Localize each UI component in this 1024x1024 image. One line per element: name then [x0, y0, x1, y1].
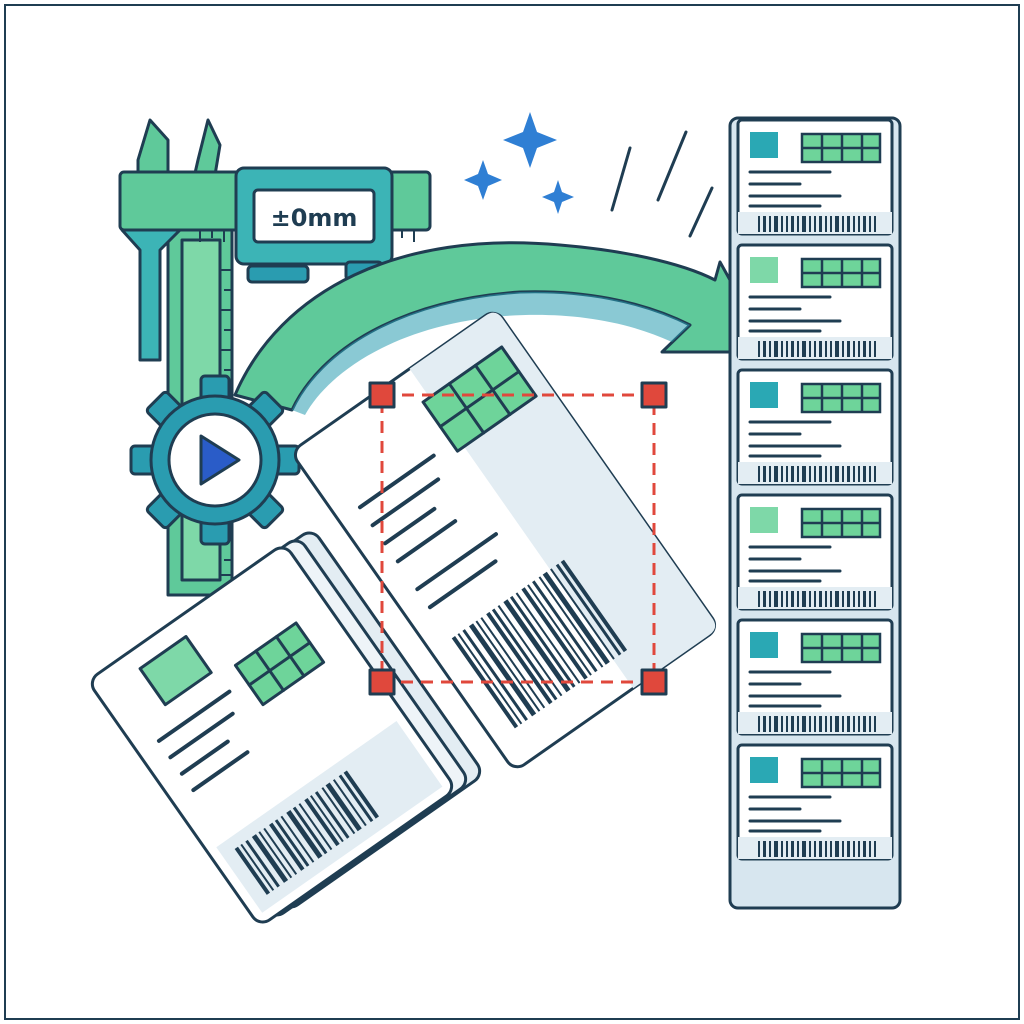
- tilted-label-stack: [90, 311, 717, 924]
- barcode-bar: [292, 806, 328, 855]
- barcode-bar: [475, 620, 541, 712]
- sparkle-icon: [464, 112, 574, 214]
- barcode-bar: [509, 595, 576, 688]
- barcode-bar: [245, 839, 280, 888]
- barcode-bar: [240, 843, 275, 891]
- barcode-icon: [451, 559, 628, 729]
- barcode-bar: [468, 623, 537, 717]
- barcode-bar: [486, 611, 553, 705]
- roll-label: [736, 368, 894, 486]
- roll-label: [736, 618, 894, 736]
- roll-label: [736, 243, 894, 361]
- label-swatch: [750, 257, 778, 283]
- barcode-bar: [263, 827, 298, 875]
- barcode-bar: [497, 605, 563, 697]
- selection-handle: [368, 381, 396, 409]
- barcode-bar: [480, 617, 546, 709]
- barcode-bar: [560, 559, 628, 653]
- selection-handle: [640, 381, 668, 409]
- grid-cells: [421, 345, 538, 453]
- barcode-bar: [325, 782, 362, 832]
- label-swatch: [750, 132, 778, 158]
- barcode-bar: [542, 571, 610, 665]
- roll-label: [736, 493, 894, 611]
- roll-label: [736, 743, 894, 861]
- image-border: [4, 4, 1020, 1020]
- grid-cells: [800, 132, 882, 164]
- selection-handle: [640, 668, 668, 696]
- grid-cells: [800, 757, 882, 789]
- gear-icon: [129, 374, 301, 546]
- barcode-bar: [258, 831, 293, 879]
- label-swatch: [750, 507, 778, 533]
- barcode-bar: [515, 592, 581, 684]
- barcode-icon: [234, 770, 380, 895]
- barcode-icon: [758, 841, 876, 857]
- label-roll-icon: [728, 116, 902, 910]
- barcode-bar: [269, 822, 305, 871]
- barcode-bar: [304, 797, 340, 847]
- barcode-bar: [338, 774, 374, 823]
- grid-cells: [800, 257, 882, 289]
- barcode-bar: [462, 629, 528, 721]
- barcode-icon: [758, 716, 876, 732]
- grid-cells: [800, 632, 882, 664]
- barcode-bar: [310, 795, 344, 843]
- caliper-readout: ±0mm: [271, 204, 358, 232]
- label-card: [293, 311, 717, 769]
- barcode-bar: [286, 810, 323, 859]
- barcode-bar: [234, 846, 271, 895]
- curved-arrow-icon: [233, 241, 772, 415]
- label-swatch: [750, 757, 778, 783]
- barcode-bar: [491, 608, 558, 701]
- label-card: [90, 546, 454, 924]
- barcode-bar: [538, 576, 604, 668]
- barcode-bar: [503, 599, 571, 693]
- barcode-icon: [758, 466, 876, 482]
- barcode-bar: [550, 568, 615, 660]
- barcode-bar: [274, 819, 310, 867]
- grid-cells: [233, 621, 326, 707]
- caliper-display: [252, 188, 376, 244]
- barcode-bar: [251, 834, 289, 883]
- barcode-icon: [758, 341, 876, 357]
- barcode-bar: [555, 563, 622, 656]
- barcode-bar: [280, 815, 315, 863]
- barcode-bar: [332, 779, 367, 827]
- barcode-icon: [758, 216, 876, 232]
- barcode-bar: [457, 633, 523, 725]
- play-icon: [199, 434, 241, 486]
- barcode-bar: [321, 787, 356, 835]
- barcode-bar: [298, 803, 333, 851]
- barcode-bar: [527, 584, 592, 676]
- barcode-bar: [521, 587, 588, 680]
- barcode-bar: [314, 791, 350, 839]
- barcode-bar: [343, 770, 380, 819]
- grid-cells: [800, 382, 882, 414]
- roll-label: [736, 118, 894, 236]
- barcode-bar: [532, 580, 598, 673]
- selection-handle: [368, 668, 396, 696]
- barcode-icon: [758, 591, 876, 607]
- label-swatch: [750, 382, 778, 408]
- label-swatch: [750, 632, 778, 658]
- speed-lines-icon: [610, 130, 714, 238]
- selection-box-icon: [368, 381, 668, 696]
- grid-cells: [800, 507, 882, 539]
